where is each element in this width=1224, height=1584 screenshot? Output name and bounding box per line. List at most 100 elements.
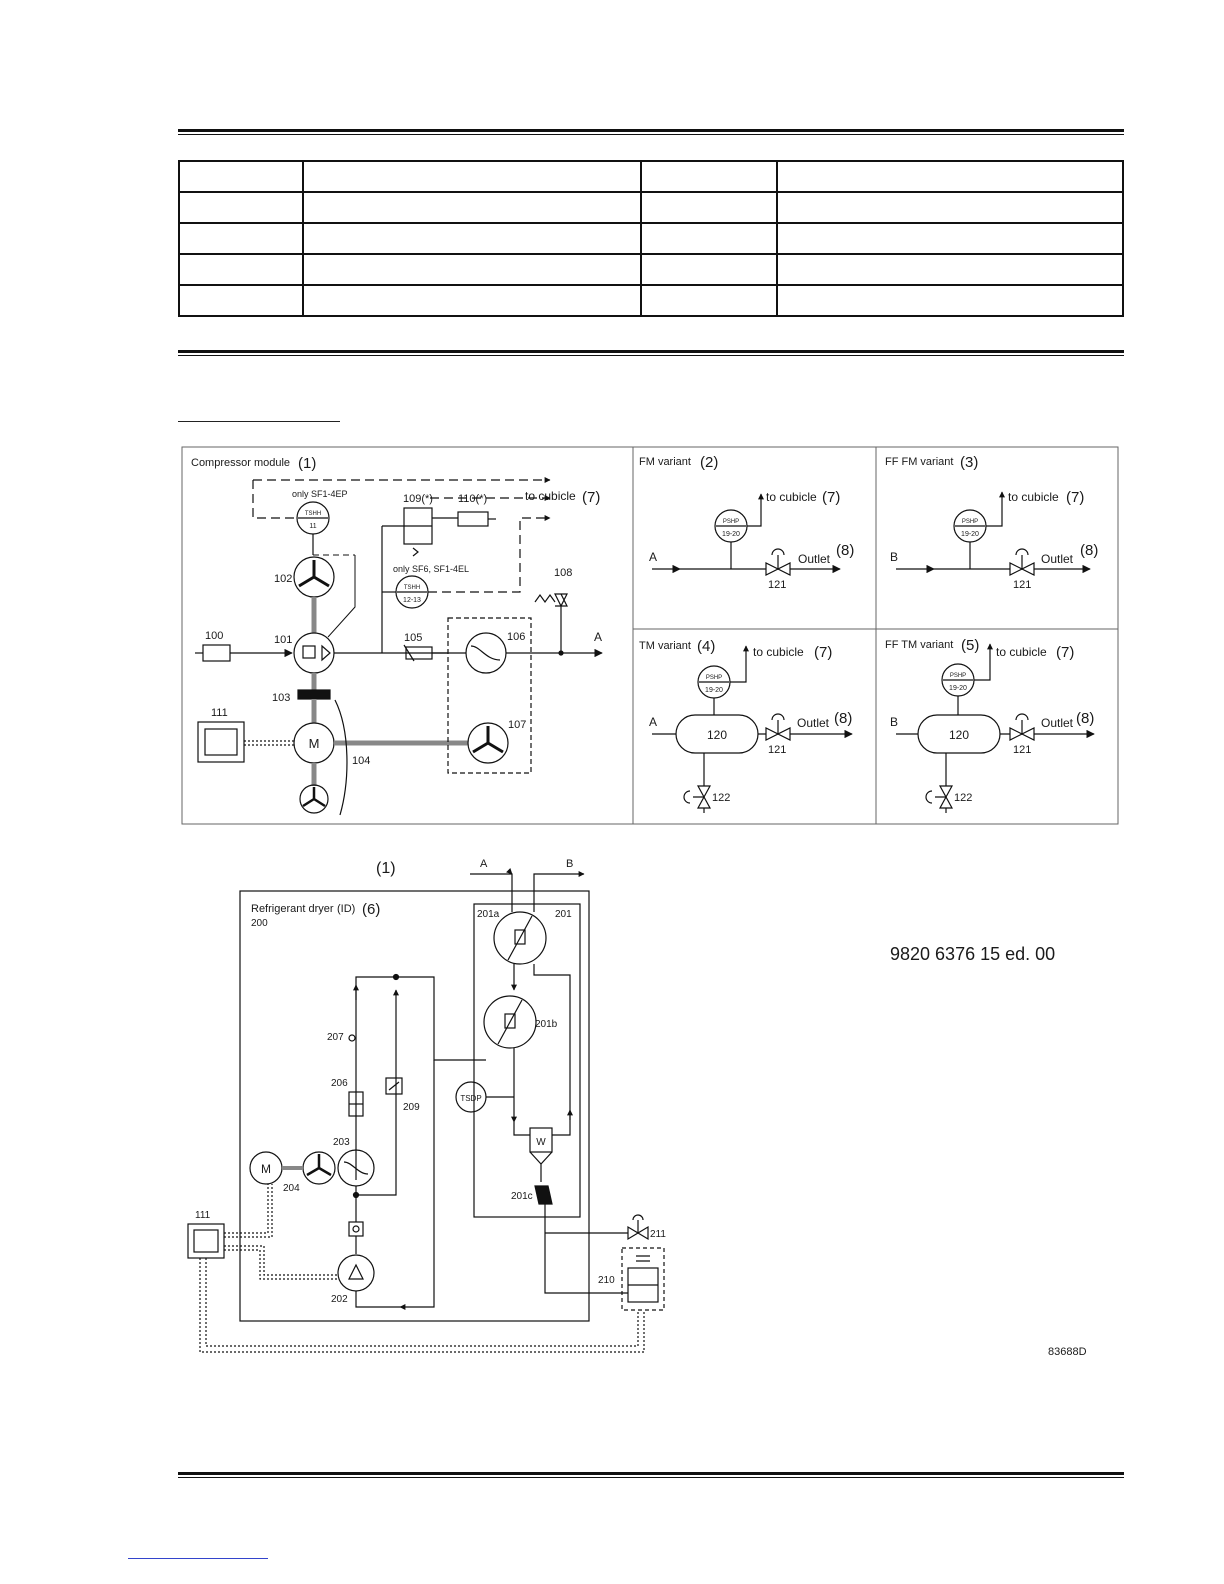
figure-id: 83688D	[1048, 1346, 1087, 1358]
aftercooler-106-wave	[470, 645, 501, 661]
tm-121-label: 121	[768, 744, 786, 756]
compressor-module-ref: (1)	[298, 455, 316, 472]
motor-cooling-fan	[299, 784, 329, 814]
ff-tm-122-label: 122	[954, 792, 972, 804]
to-cubicle-label: to cubicle	[753, 645, 804, 659]
table-row	[178, 191, 1124, 224]
document-number: 9820 6376 15 ed. 00	[890, 944, 1056, 964]
cable-motor-2	[224, 1184, 273, 1238]
signal-line-mid	[428, 515, 551, 593]
outlet-label: Outlet	[1041, 552, 1074, 566]
suction-line	[399, 1060, 435, 1310]
controller-111	[187, 1223, 225, 1259]
outlet-label: Outlet	[1041, 716, 1074, 730]
outlet-ref: (8)	[1076, 710, 1094, 727]
sensor-type-label: PSHP	[950, 673, 966, 679]
component-211-label: 211	[650, 1229, 666, 1240]
to-cubicle-ref: (7)	[814, 644, 832, 661]
component-204-label: 204	[283, 1183, 300, 1194]
separator-symbol: W	[536, 1137, 546, 1148]
valve-109-spring	[412, 547, 419, 557]
separator-return	[552, 1125, 571, 1136]
safety-valve-spring	[534, 593, 556, 604]
compressor-101-core	[302, 645, 316, 659]
refrigerant-compressor-202	[337, 1254, 375, 1292]
sensor-type-label: PSHP	[706, 675, 722, 681]
cable-motor	[224, 1184, 269, 1234]
dryer-frame	[239, 890, 590, 1322]
fm-valve-handle	[771, 548, 785, 556]
ff-tm-drain-handle	[925, 790, 946, 804]
outlet-ref: (8)	[836, 542, 854, 559]
ff-tm-variant-ref: (5)	[961, 637, 979, 654]
fm-variant-title: FM variant	[639, 456, 691, 468]
dryer-link-ref: (1)	[376, 860, 396, 877]
component-102-label: 102	[274, 573, 292, 585]
sensor-code-11: 11	[309, 523, 316, 530]
dryer-outlet-b: B	[566, 858, 573, 870]
silencer-110	[457, 511, 489, 527]
aftercooler-106	[465, 632, 507, 674]
ff-fm-signal	[986, 491, 1005, 527]
only-sf1-4ep-label: only SF1-4EP	[292, 489, 348, 499]
component-201a-label: 201a	[477, 909, 500, 920]
component-210-label: 210	[598, 1275, 615, 1286]
controller-111	[197, 721, 245, 763]
tm-sensor-code: 19-20	[705, 687, 723, 694]
fan-icon	[306, 1154, 332, 1177]
component-106-label: 106	[507, 631, 525, 643]
refrigerant-top-line	[355, 976, 486, 1061]
component-201b-label: 201b	[535, 1019, 558, 1030]
tm-valve-handle	[771, 713, 785, 721]
panel-frames	[181, 446, 1119, 825]
table-row	[178, 222, 1124, 255]
to-cubicle-ref: (7)	[582, 489, 600, 506]
component-101-label: 101	[274, 634, 292, 646]
tm-variant: TM variant (4) A 120 PSHP 19-20 to cubic…	[639, 638, 853, 813]
component-111-label: 111	[195, 1210, 211, 1221]
compressor-202-arrow	[348, 1263, 364, 1280]
ff-fm-variant: FF FM variant (3) B PSHP 19-20 to cubicl…	[885, 454, 1098, 591]
water-separator	[529, 1127, 553, 1153]
cable-drain	[199, 1258, 645, 1353]
fm-variant: FM variant (2) A PSHP 19-20 to cubicle (…	[639, 454, 854, 591]
to-cubicle-ref: (7)	[1066, 489, 1084, 506]
cooler-enclosure	[447, 617, 532, 774]
compressor-module: Compressor module (1) to cubicle (7) onl…	[191, 455, 603, 816]
component-107-label: 107	[508, 719, 526, 731]
cable-compressor-2	[224, 1249, 338, 1280]
return-line-b	[533, 964, 571, 1120]
air-air-exchanger-201a	[493, 911, 547, 965]
component-104-label: 104	[352, 755, 370, 767]
dryer-abbr: (ID)	[337, 903, 355, 915]
dryer-ref: (6)	[362, 901, 380, 918]
table-row	[178, 284, 1124, 317]
ff-fm-variant-title: FF FM variant	[885, 456, 953, 468]
refrigerant-dryer: (1) Refrigerant dryer (ID) (6) 200 A B 2…	[187, 858, 666, 1353]
hot-gas-bypass-valve-209	[385, 1077, 403, 1095]
ff-tm-sensor-code: 19-20	[949, 685, 967, 692]
component-103-label: 103	[272, 692, 290, 704]
component-207-label: 207	[327, 1032, 344, 1043]
fan-icon	[302, 787, 326, 808]
sensor-code-12-13: 12-13	[403, 597, 421, 604]
dryer-title: Refrigerant dryer	[251, 903, 334, 915]
separator-line	[513, 1122, 530, 1136]
tm-signal	[730, 645, 749, 683]
belt-guard	[334, 699, 348, 816]
footer-link-underline[interactable]	[128, 1558, 268, 1559]
component-202-label: 202	[331, 1294, 348, 1305]
to-cubicle-label: to cubicle	[525, 489, 576, 503]
ff-fm-sensor-code: 19-20	[961, 531, 979, 538]
to-cubicle-ref: (7)	[1056, 644, 1074, 661]
to-cubicle-label: to cubicle	[1008, 490, 1059, 504]
table-row	[178, 160, 1124, 193]
fm-121-label: 121	[768, 579, 786, 591]
expansion-valve-core	[352, 1225, 360, 1233]
component-100-label: 100	[205, 630, 223, 642]
to-cubicle-label: to cubicle	[766, 490, 817, 504]
component-111-label: 111	[211, 707, 228, 719]
signal-line-101	[327, 555, 356, 638]
condenser-203-wave	[343, 1161, 369, 1175]
inlet-filter-100	[202, 644, 231, 662]
